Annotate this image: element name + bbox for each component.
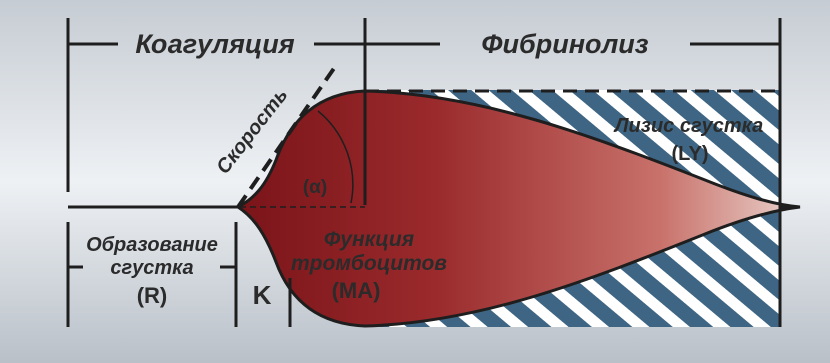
clot-formation-label-line1: Образование bbox=[86, 234, 218, 256]
k-label: K bbox=[253, 280, 272, 310]
lysis-code: (LY) bbox=[671, 143, 708, 165]
coagulation-label: Коагуляция bbox=[135, 29, 294, 59]
clot-formation-label-line2: сгустка bbox=[110, 257, 193, 279]
fibrinolysis-label: Фибринолиз bbox=[481, 29, 648, 59]
alpha-label: (α) bbox=[303, 177, 327, 198]
lysis-label: Лизис сгустка bbox=[613, 115, 763, 137]
platelet-function-code: (MA) bbox=[332, 278, 381, 303]
clot-formation-code: (R) bbox=[137, 283, 168, 308]
platelet-function-label-line2: тромбоцитов bbox=[291, 252, 447, 275]
platelet-function-label-line1: Функция bbox=[324, 228, 414, 251]
